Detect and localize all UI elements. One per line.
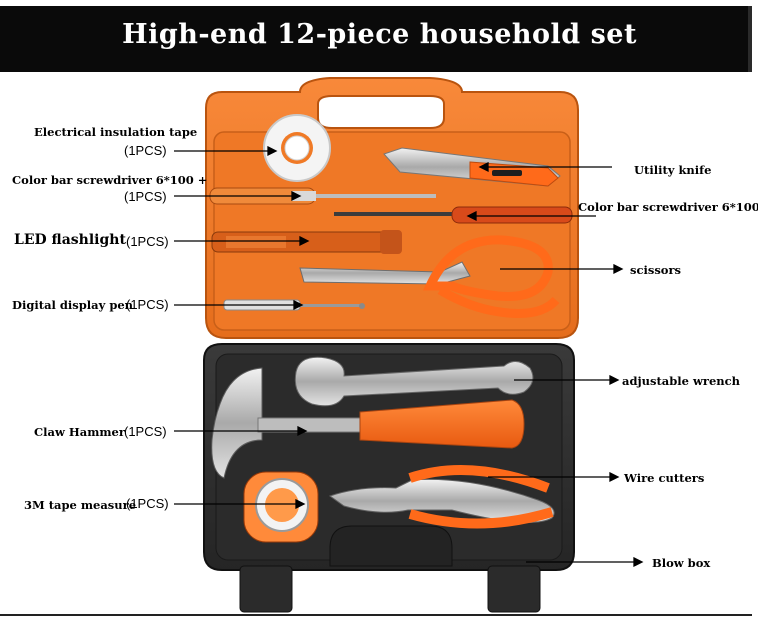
qty-digital-display-pen: (1PCS) (126, 297, 169, 312)
label-screwdriver-left: Color bar screwdriver 6*100 + (12, 173, 208, 187)
scissors (299, 235, 560, 318)
label-insulation-tape: Electrical insulation tape (34, 125, 198, 139)
qty-claw-hammer: (1PCS) (124, 424, 167, 439)
label-screwdriver-right: Color bar screwdriver 6*100 (578, 200, 758, 214)
qty-insulation-tape: (1PCS) (124, 143, 167, 158)
wire-cutters (328, 465, 555, 529)
title-banner (0, 6, 752, 72)
label-wire-cutters: Wire cutters (624, 471, 705, 485)
banner-title: High-end 12-piece household set (122, 19, 637, 50)
label-adjustable-wrench: adjustable wrench (622, 374, 740, 388)
label-tape-measure: 3M tape measure (24, 498, 137, 512)
label-claw-hammer: Claw Hammer (34, 425, 125, 439)
qty-led-flashlight: (1PCS) (126, 234, 169, 249)
title-banner-edge (748, 6, 752, 72)
label-led-flashlight: LED flashlight (14, 232, 126, 248)
label-scissors: scissors (630, 263, 681, 277)
label-utility-knife: Utility knife (634, 163, 712, 177)
screwdriver-right (334, 206, 573, 224)
insulation-tape-roll (263, 114, 331, 182)
label-blow-box: Blow box (652, 556, 711, 570)
adjustable-wrench (294, 356, 534, 407)
leader-lines (174, 145, 644, 568)
tape-measure (243, 471, 319, 543)
claw-hammer (211, 367, 525, 479)
qty-screwdriver-left: (1PCS) (124, 189, 167, 204)
qty-tape-measure: (1PCS) (126, 496, 169, 511)
bottom-rule (0, 614, 752, 616)
label-digital-display-pen: Digital display pen (12, 298, 134, 312)
